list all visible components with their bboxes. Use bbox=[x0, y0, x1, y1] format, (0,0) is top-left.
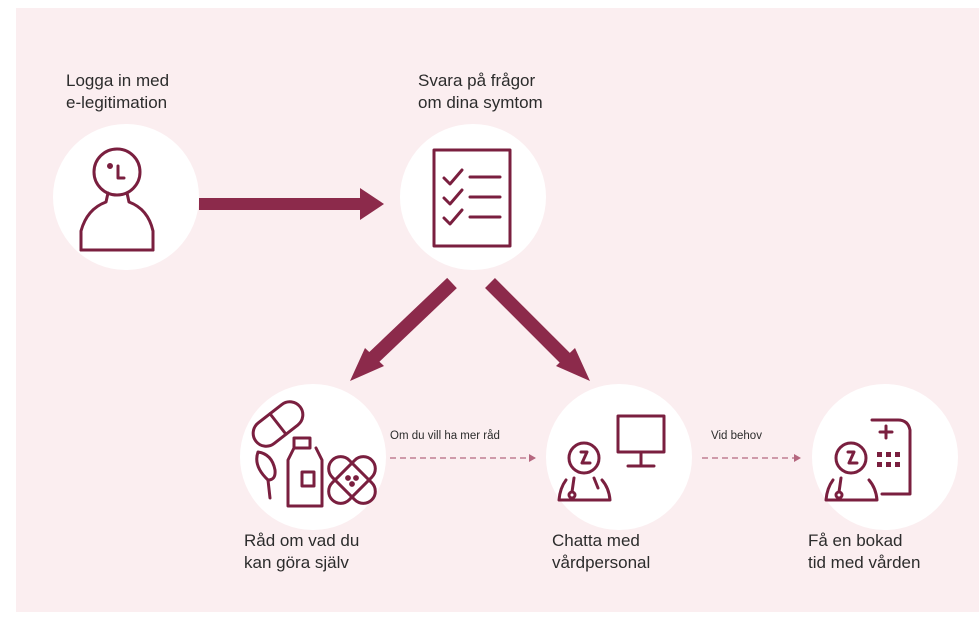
chat-step-label: Chatta med vårdpersonal bbox=[552, 531, 651, 572]
arrow-login-to-questions bbox=[199, 188, 384, 220]
login-circle bbox=[53, 124, 199, 270]
doctor-computer-icon bbox=[557, 414, 666, 502]
arrow-questions-to-chat bbox=[485, 278, 590, 381]
login-step-label: Logga in med e-legitimation bbox=[66, 71, 170, 112]
questions-step-label: Svara på frågor om dina symtom bbox=[418, 71, 543, 112]
diagram-background bbox=[16, 8, 979, 612]
doctor-hospital-icon bbox=[824, 418, 912, 502]
person-icon bbox=[79, 147, 155, 252]
if-needed-connector-label: Vid behov bbox=[711, 430, 762, 442]
medicine-icon bbox=[251, 400, 377, 508]
booking-step-label: Få en bokad tid med vården bbox=[808, 531, 921, 572]
checklist-icon bbox=[432, 148, 512, 248]
arrow-questions-to-selfcare bbox=[350, 277, 457, 381]
selfcare-step-label: Råd om vad du kan göra själv bbox=[244, 531, 360, 572]
more-advice-connector-label: Om du vill ha mer råd bbox=[390, 430, 500, 442]
